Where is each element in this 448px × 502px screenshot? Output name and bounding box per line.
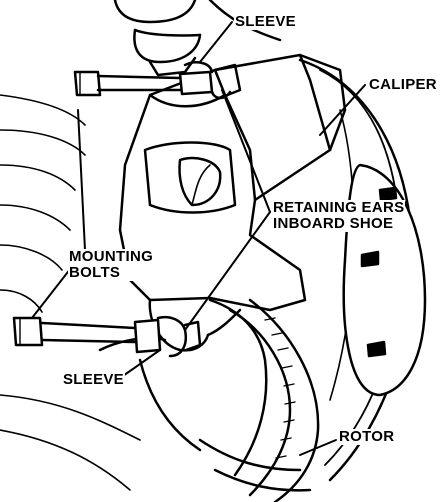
lower-mounting-bolt [12,315,202,358]
label-mounting-line2: BOLTS [69,264,121,281]
background-lines [0,94,141,491]
label-caliper: CALIPER [368,76,438,93]
rotor-lower [98,298,320,502]
label-mounting-bolts: MOUNTING BOLTS [68,248,155,281]
label-sleeve-top: SLEEVE [234,13,297,30]
label-rotor: ROTOR [338,428,396,445]
label-mounting-line1: MOUNTING [69,248,154,265]
leader-lines [31,21,366,456]
label-retaining-ears: RETAINING EARS INBOARD SHOE [272,199,406,232]
label-retaining-line2: INBOARD SHOE [273,215,394,232]
caliper-body [118,53,347,352]
label-retaining-line1: RETAINING EARS [273,199,405,216]
label-sleeve-bottom: SLEEVE [62,371,125,388]
upper-mounting-bolt [73,61,242,100]
